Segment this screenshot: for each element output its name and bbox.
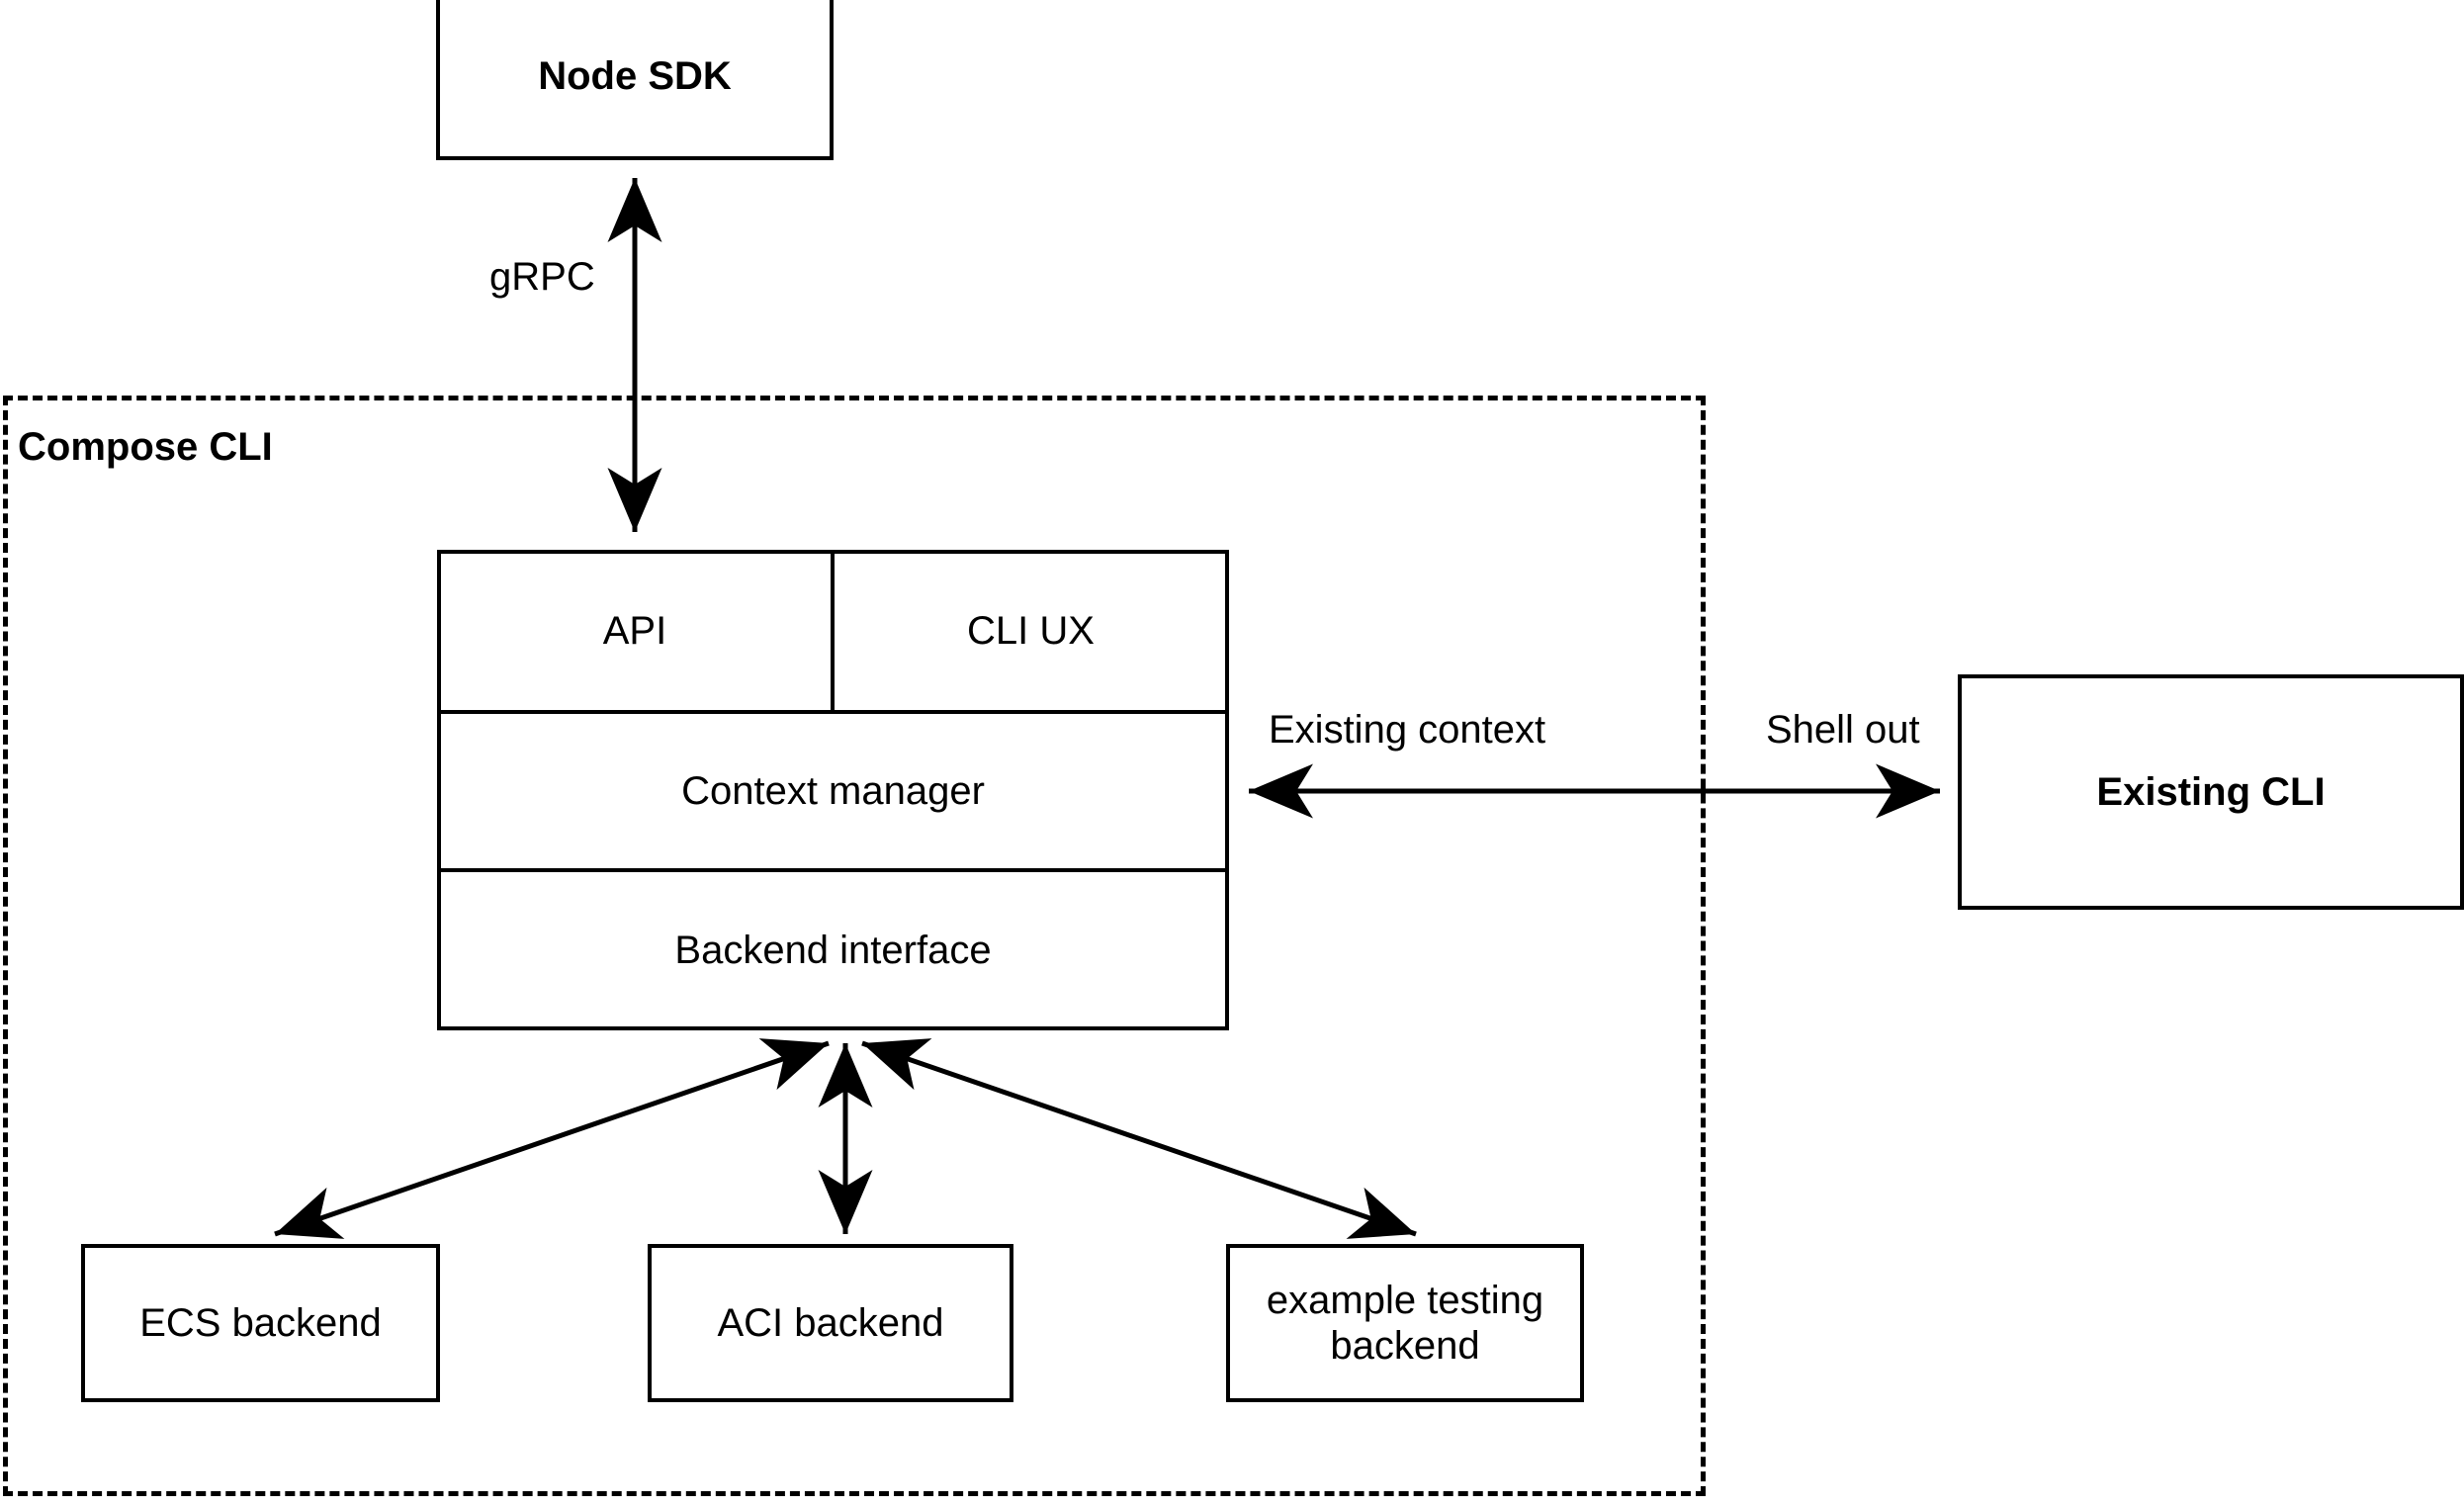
aci-backend-label: ACI backend [717, 1301, 944, 1345]
api-label: API [602, 609, 667, 653]
backend-interface-cell[interactable]: Backend interface [437, 870, 1229, 1030]
aci-backend-box[interactable]: ACI backend [648, 1244, 1013, 1402]
example-testing-backend-label: example testing backend [1266, 1279, 1544, 1368]
context-backend-divider [439, 868, 1227, 872]
ecs-backend-box[interactable]: ECS backend [81, 1244, 440, 1402]
node-sdk-label: Node SDK [538, 54, 732, 98]
context-manager-cell[interactable]: Context manager [437, 712, 1229, 870]
api-cell[interactable]: API [437, 550, 833, 712]
grpc-edge-label: gRPC [484, 255, 601, 300]
cli-ux-label: CLI UX [967, 609, 1095, 653]
api-cliux-divider [831, 552, 835, 712]
ecs-backend-label: ECS backend [139, 1301, 382, 1345]
top-row-divider [439, 710, 1227, 714]
existing-context-edge-label: Existing context [1263, 708, 1552, 753]
existing-cli-label: Existing CLI [2096, 770, 2326, 814]
shell-out-edge-label: Shell out [1760, 708, 1926, 753]
node-sdk-box[interactable]: Node SDK [436, 0, 834, 160]
compose-cli-group-label: Compose CLI [18, 425, 273, 469]
compose-cli-stack [437, 550, 1229, 1030]
example-testing-backend-box[interactable]: example testing backend [1226, 1244, 1584, 1402]
existing-cli-box[interactable]: Existing CLI [1958, 674, 2464, 910]
cli-ux-cell[interactable]: CLI UX [833, 550, 1229, 712]
compose-cli-group-boundary [3, 396, 1706, 1496]
context-manager-label: Context manager [681, 769, 985, 813]
backend-interface-label: Backend interface [674, 929, 992, 972]
